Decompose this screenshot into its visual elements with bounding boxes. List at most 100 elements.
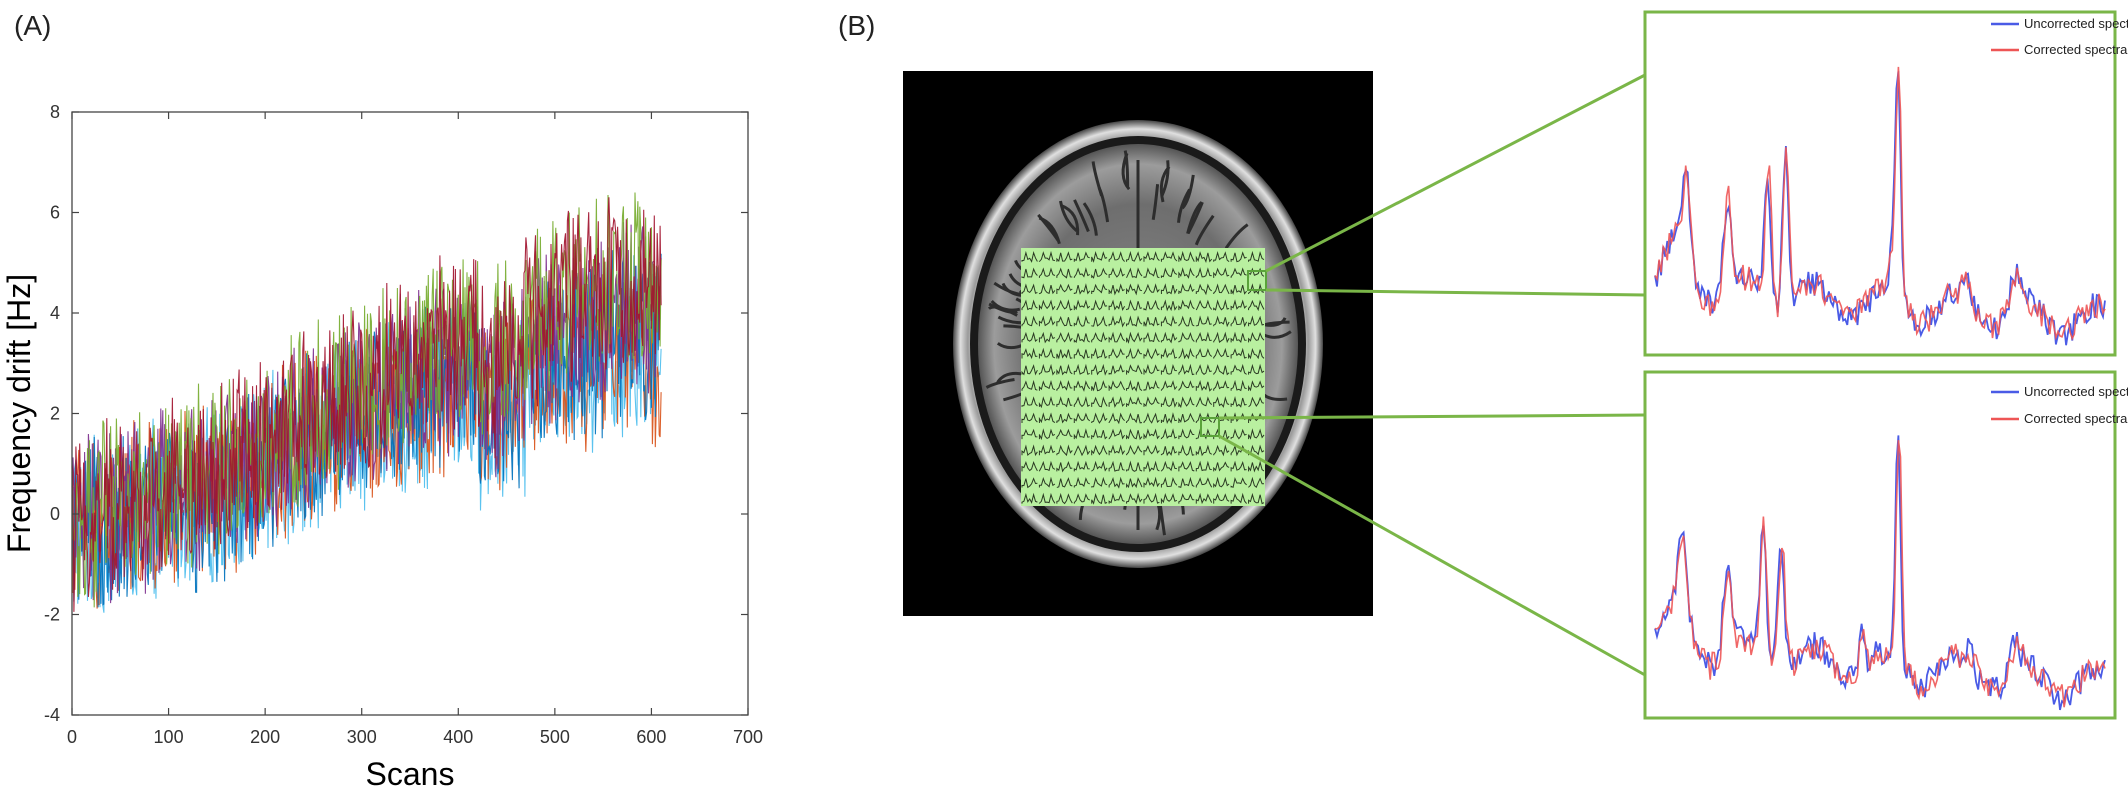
- voxel-spectrum: [1056, 283, 1073, 294]
- voxel-spectrum: [1213, 396, 1230, 408]
- voxel-spectrum: [1021, 461, 1038, 472]
- voxel-spectrum: [1230, 363, 1247, 375]
- voxel-spectrum: [1143, 412, 1160, 424]
- voxel-spectrum: [1021, 299, 1038, 311]
- voxel-spectrum: [1126, 299, 1143, 311]
- voxel-spectrum: [1143, 299, 1160, 311]
- voxel-spectrum: [1195, 380, 1213, 392]
- voxel-spectrum: [1056, 379, 1073, 391]
- legend-uncorrected: Uncorrected spectra: [2024, 16, 2128, 31]
- voxel-spectrum: [1230, 284, 1247, 295]
- voxel-spectrum: [1073, 460, 1090, 472]
- voxel-spectrum: [1108, 348, 1125, 359]
- voxel-spectrum: [1056, 349, 1073, 360]
- x-tick-label: 200: [250, 727, 280, 747]
- voxel-spectrum: [1160, 251, 1178, 262]
- voxel-spectrum: [1178, 267, 1195, 279]
- voxel-spectrum: [1108, 380, 1126, 391]
- voxel-spectrum: [1248, 428, 1265, 440]
- spectra-inset-bottom: Uncorrected spectra Corrected spectra: [1643, 370, 2128, 720]
- voxel-spectrum: [1126, 477, 1143, 489]
- voxel-spectrum: [1230, 492, 1247, 504]
- voxel-spectrum: [1143, 428, 1160, 440]
- voxel-spectrum: [1091, 347, 1108, 359]
- voxel-marker-top: [1247, 270, 1267, 291]
- voxel-spectrum: [1021, 412, 1038, 423]
- voxel-spectrum: [1143, 492, 1160, 504]
- legend-uncorrected: Uncorrected spectra: [2024, 384, 2128, 399]
- voxel-spectrum: [1056, 251, 1073, 263]
- voxel-spectrum: [1091, 412, 1108, 424]
- voxel-spectrum: [1108, 364, 1125, 375]
- voxel-spectrum: [1038, 315, 1056, 327]
- voxel-spectrum: [1056, 492, 1073, 505]
- x-tick-label: 400: [443, 727, 473, 747]
- voxel-spectrum: [1091, 476, 1108, 488]
- voxel-spectrum: [1021, 444, 1038, 457]
- voxel-spectrum: [1073, 348, 1090, 360]
- voxel-spectrum: [1108, 251, 1125, 262]
- voxel-spectrum: [1160, 315, 1178, 327]
- voxel-spectrum: [1091, 283, 1108, 294]
- voxel-spectrum: [1248, 283, 1265, 295]
- x-tick-label: 300: [347, 727, 377, 747]
- voxel-spectrum: [1178, 461, 1195, 472]
- voxel-spectrum: [1056, 331, 1073, 343]
- voxel-spectrum: [1073, 299, 1091, 311]
- voxel-spectrum: [1178, 250, 1195, 262]
- voxel-spectrum: [1248, 492, 1265, 505]
- voxel-spectrum: [1143, 267, 1160, 279]
- voxel-spectrum: [1126, 412, 1143, 424]
- voxel-spectrum: [1195, 331, 1212, 343]
- voxel-spectrum: [1126, 492, 1143, 505]
- voxel-spectrum: [1108, 299, 1126, 312]
- voxel-spectrum: [1073, 363, 1090, 375]
- voxel-spectrum: [1248, 396, 1265, 408]
- voxel-spectrum: [1056, 396, 1073, 408]
- voxel-spectrum: [1248, 250, 1265, 262]
- voxel-spectrum: [1213, 267, 1230, 278]
- voxel-spectrum: [1160, 331, 1178, 344]
- voxel-spectrum: [1126, 250, 1143, 262]
- voxel-spectrum: [1248, 347, 1265, 360]
- voxel-spectrum: [1091, 444, 1108, 456]
- voxel-spectrum: [1073, 267, 1090, 278]
- voxel-spectrum: [1230, 251, 1247, 263]
- voxel-spectrum: [1091, 331, 1108, 343]
- voxel-spectrum: [1021, 364, 1038, 376]
- voxel-spectrum: [1213, 444, 1230, 457]
- panel-a-label: (A): [14, 10, 52, 41]
- voxel-spectrum: [1126, 331, 1143, 344]
- x-axis-title: Scans: [366, 756, 455, 790]
- mrsi-grid-area: [1021, 248, 1265, 506]
- voxel-spectrum: [1108, 331, 1125, 343]
- voxel-spectrum: [1160, 396, 1178, 408]
- voxel-spectrum: [1073, 283, 1091, 295]
- x-tick-label: 600: [636, 727, 666, 747]
- voxel-spectrum: [1143, 380, 1160, 391]
- voxel-spectrum: [1108, 283, 1125, 296]
- voxel-spectrum: [1230, 476, 1247, 489]
- voxel-spectrum: [1230, 267, 1247, 278]
- voxel-spectrum: [1195, 283, 1213, 296]
- voxel-spectrum: [1178, 347, 1195, 360]
- voxel-spectrum: [1126, 283, 1143, 296]
- voxel-spectrum: [1091, 380, 1108, 392]
- voxel-spectrum: [1195, 460, 1212, 472]
- voxel-spectrum: [1160, 347, 1178, 359]
- voxel-spectrum: [1108, 476, 1125, 489]
- y-tick-label: -2: [44, 605, 60, 625]
- voxel-spectrum: [1021, 477, 1038, 489]
- voxel-spectrum: [1073, 396, 1090, 408]
- voxel-spectrum: [1178, 315, 1195, 327]
- voxel-spectrum: [1108, 428, 1126, 440]
- voxel-spectrum: [1143, 460, 1160, 473]
- voxel-spectrum: [1091, 460, 1108, 472]
- voxel-spectrum: [1038, 299, 1056, 311]
- x-tick-label: 0: [67, 727, 77, 747]
- voxel-spectrum: [1073, 476, 1090, 488]
- voxel-spectrum: [1230, 331, 1247, 343]
